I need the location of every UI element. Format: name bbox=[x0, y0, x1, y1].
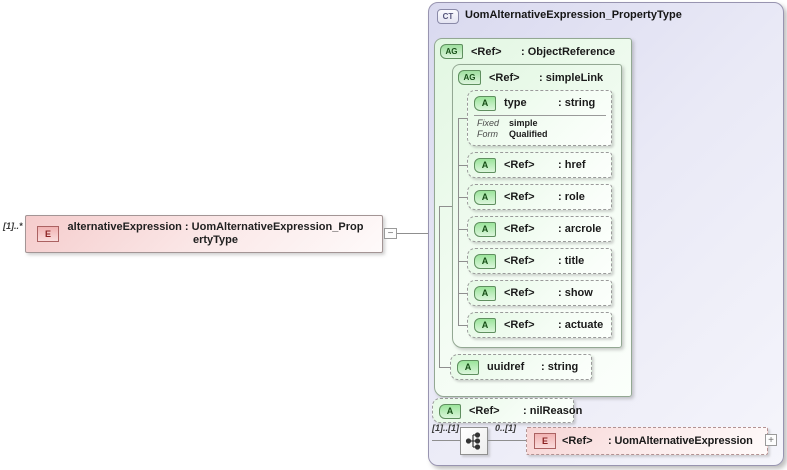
expand-button[interactable]: + bbox=[765, 434, 777, 446]
attribute-group-name: <Ref> bbox=[471, 45, 502, 58]
connector-stub bbox=[458, 325, 467, 326]
attribute-name: <Ref> bbox=[504, 191, 535, 203]
element-icon: E bbox=[37, 226, 59, 242]
connector-spine bbox=[439, 206, 440, 367]
element-box-alternative-expression[interactable]: E alternativeExpression : UomAlternative… bbox=[25, 215, 383, 253]
element-ref-box-uomalternativeexpression[interactable]: E <Ref> : UomAlternativeExpression bbox=[526, 427, 768, 455]
attribute-group-simplelink[interactable]: AG <Ref> : simpleLink A type bbox=[452, 64, 622, 348]
sequence-compositor-box[interactable] bbox=[460, 427, 488, 455]
attribute-box-actuate[interactable]: A <Ref> : actuate bbox=[467, 312, 612, 338]
attribute-group-type: : ObjectReference bbox=[521, 45, 616, 58]
attribute-group-icon: AG bbox=[440, 44, 463, 59]
attribute-icon: A bbox=[457, 359, 479, 375]
attribute-icon: A bbox=[474, 253, 496, 269]
facet-label: Form bbox=[477, 129, 498, 139]
attribute-box-type[interactable]: A type : string Fixed simple Form Qualif… bbox=[467, 90, 612, 146]
attribute-box-arcrole[interactable]: A <Ref> : arcrole bbox=[467, 216, 612, 242]
attribute-group-type: : simpleLink bbox=[539, 71, 604, 84]
element-cardinality-label: [1]..* bbox=[3, 221, 23, 231]
sequence-icon bbox=[465, 432, 481, 450]
attribute-box-nilreason[interactable]: A <Ref> : nilReason bbox=[432, 398, 582, 423]
attribute-type: : nilReason bbox=[523, 405, 583, 417]
attribute-icon: A bbox=[474, 157, 496, 173]
attribute-icon: A bbox=[439, 403, 461, 419]
attribute-box-show[interactable]: A <Ref> : show bbox=[467, 280, 612, 306]
attribute-group-name: <Ref> bbox=[489, 71, 520, 84]
element-label: alternativeExpression : UomAlternativeEx… bbox=[67, 221, 364, 246]
element-icon: E bbox=[534, 433, 556, 449]
collapse-button[interactable]: − bbox=[384, 228, 397, 239]
attribute-name: <Ref> bbox=[504, 319, 535, 331]
attribute-box-title[interactable]: A <Ref> : title bbox=[467, 248, 612, 274]
attribute-box-href[interactable]: A <Ref> : href bbox=[467, 152, 612, 178]
attribute-name: <Ref> bbox=[504, 159, 535, 171]
attribute-type: : string bbox=[541, 361, 579, 373]
connector-stub bbox=[458, 229, 467, 230]
attribute-box-uuidref[interactable]: A uuidref : string bbox=[450, 354, 592, 380]
attribute-icon: A bbox=[474, 95, 496, 111]
connector-stub bbox=[458, 293, 467, 294]
element-ref-name: <Ref> bbox=[562, 435, 593, 447]
connector-stub bbox=[458, 165, 467, 166]
attribute-group-objectreference[interactable]: AG <Ref> : ObjectReference AG <Ref> : si… bbox=[434, 38, 632, 397]
attribute-type: : role bbox=[558, 191, 585, 203]
attribute-name: <Ref> bbox=[469, 405, 500, 417]
attribute-group-icon: AG bbox=[458, 70, 481, 85]
facet-value: Qualified bbox=[509, 129, 548, 139]
connector-stub bbox=[439, 206, 452, 207]
attribute-type: : arcrole bbox=[558, 223, 602, 235]
child-cardinality-label: 0..[1] bbox=[495, 423, 517, 433]
attribute-type: : string bbox=[558, 97, 596, 109]
connector-element-to-type bbox=[397, 233, 428, 234]
attribute-type: : actuate bbox=[558, 319, 604, 331]
attribute-icon: A bbox=[474, 221, 496, 237]
connector-stub bbox=[458, 118, 467, 119]
connector-stub bbox=[439, 367, 450, 368]
connector-stub bbox=[458, 197, 467, 198]
facet-label: Fixed bbox=[477, 118, 500, 128]
attribute-name: type bbox=[504, 97, 527, 109]
connector-sequence-to-element bbox=[488, 440, 526, 441]
connector-to-sequence bbox=[432, 440, 460, 441]
complex-type-box[interactable]: CT UomAlternativeExpression_PropertyType… bbox=[428, 2, 784, 466]
attribute-type: : href bbox=[558, 159, 586, 171]
facet-divider bbox=[474, 115, 606, 116]
connector-spine bbox=[458, 118, 459, 325]
complex-type-title: UomAlternativeExpression_PropertyType bbox=[465, 9, 682, 21]
attribute-icon: A bbox=[474, 189, 496, 205]
attribute-name: <Ref> bbox=[504, 287, 535, 299]
complex-type-icon: CT bbox=[437, 9, 459, 24]
facet-value: simple bbox=[509, 118, 538, 128]
attribute-box-role[interactable]: A <Ref> : role bbox=[467, 184, 612, 210]
attribute-name: <Ref> bbox=[504, 223, 535, 235]
sequence-cardinality-label: [1]..[1] bbox=[432, 423, 459, 433]
attribute-name: uuidref bbox=[487, 361, 525, 373]
connector-stub bbox=[458, 261, 467, 262]
attribute-type: : show bbox=[558, 287, 593, 299]
attribute-icon: A bbox=[474, 285, 496, 301]
attribute-icon: A bbox=[474, 317, 496, 333]
element-ref-type: : UomAlternativeExpression bbox=[608, 435, 753, 447]
attribute-name: <Ref> bbox=[504, 255, 535, 267]
attribute-type: : title bbox=[558, 255, 585, 267]
